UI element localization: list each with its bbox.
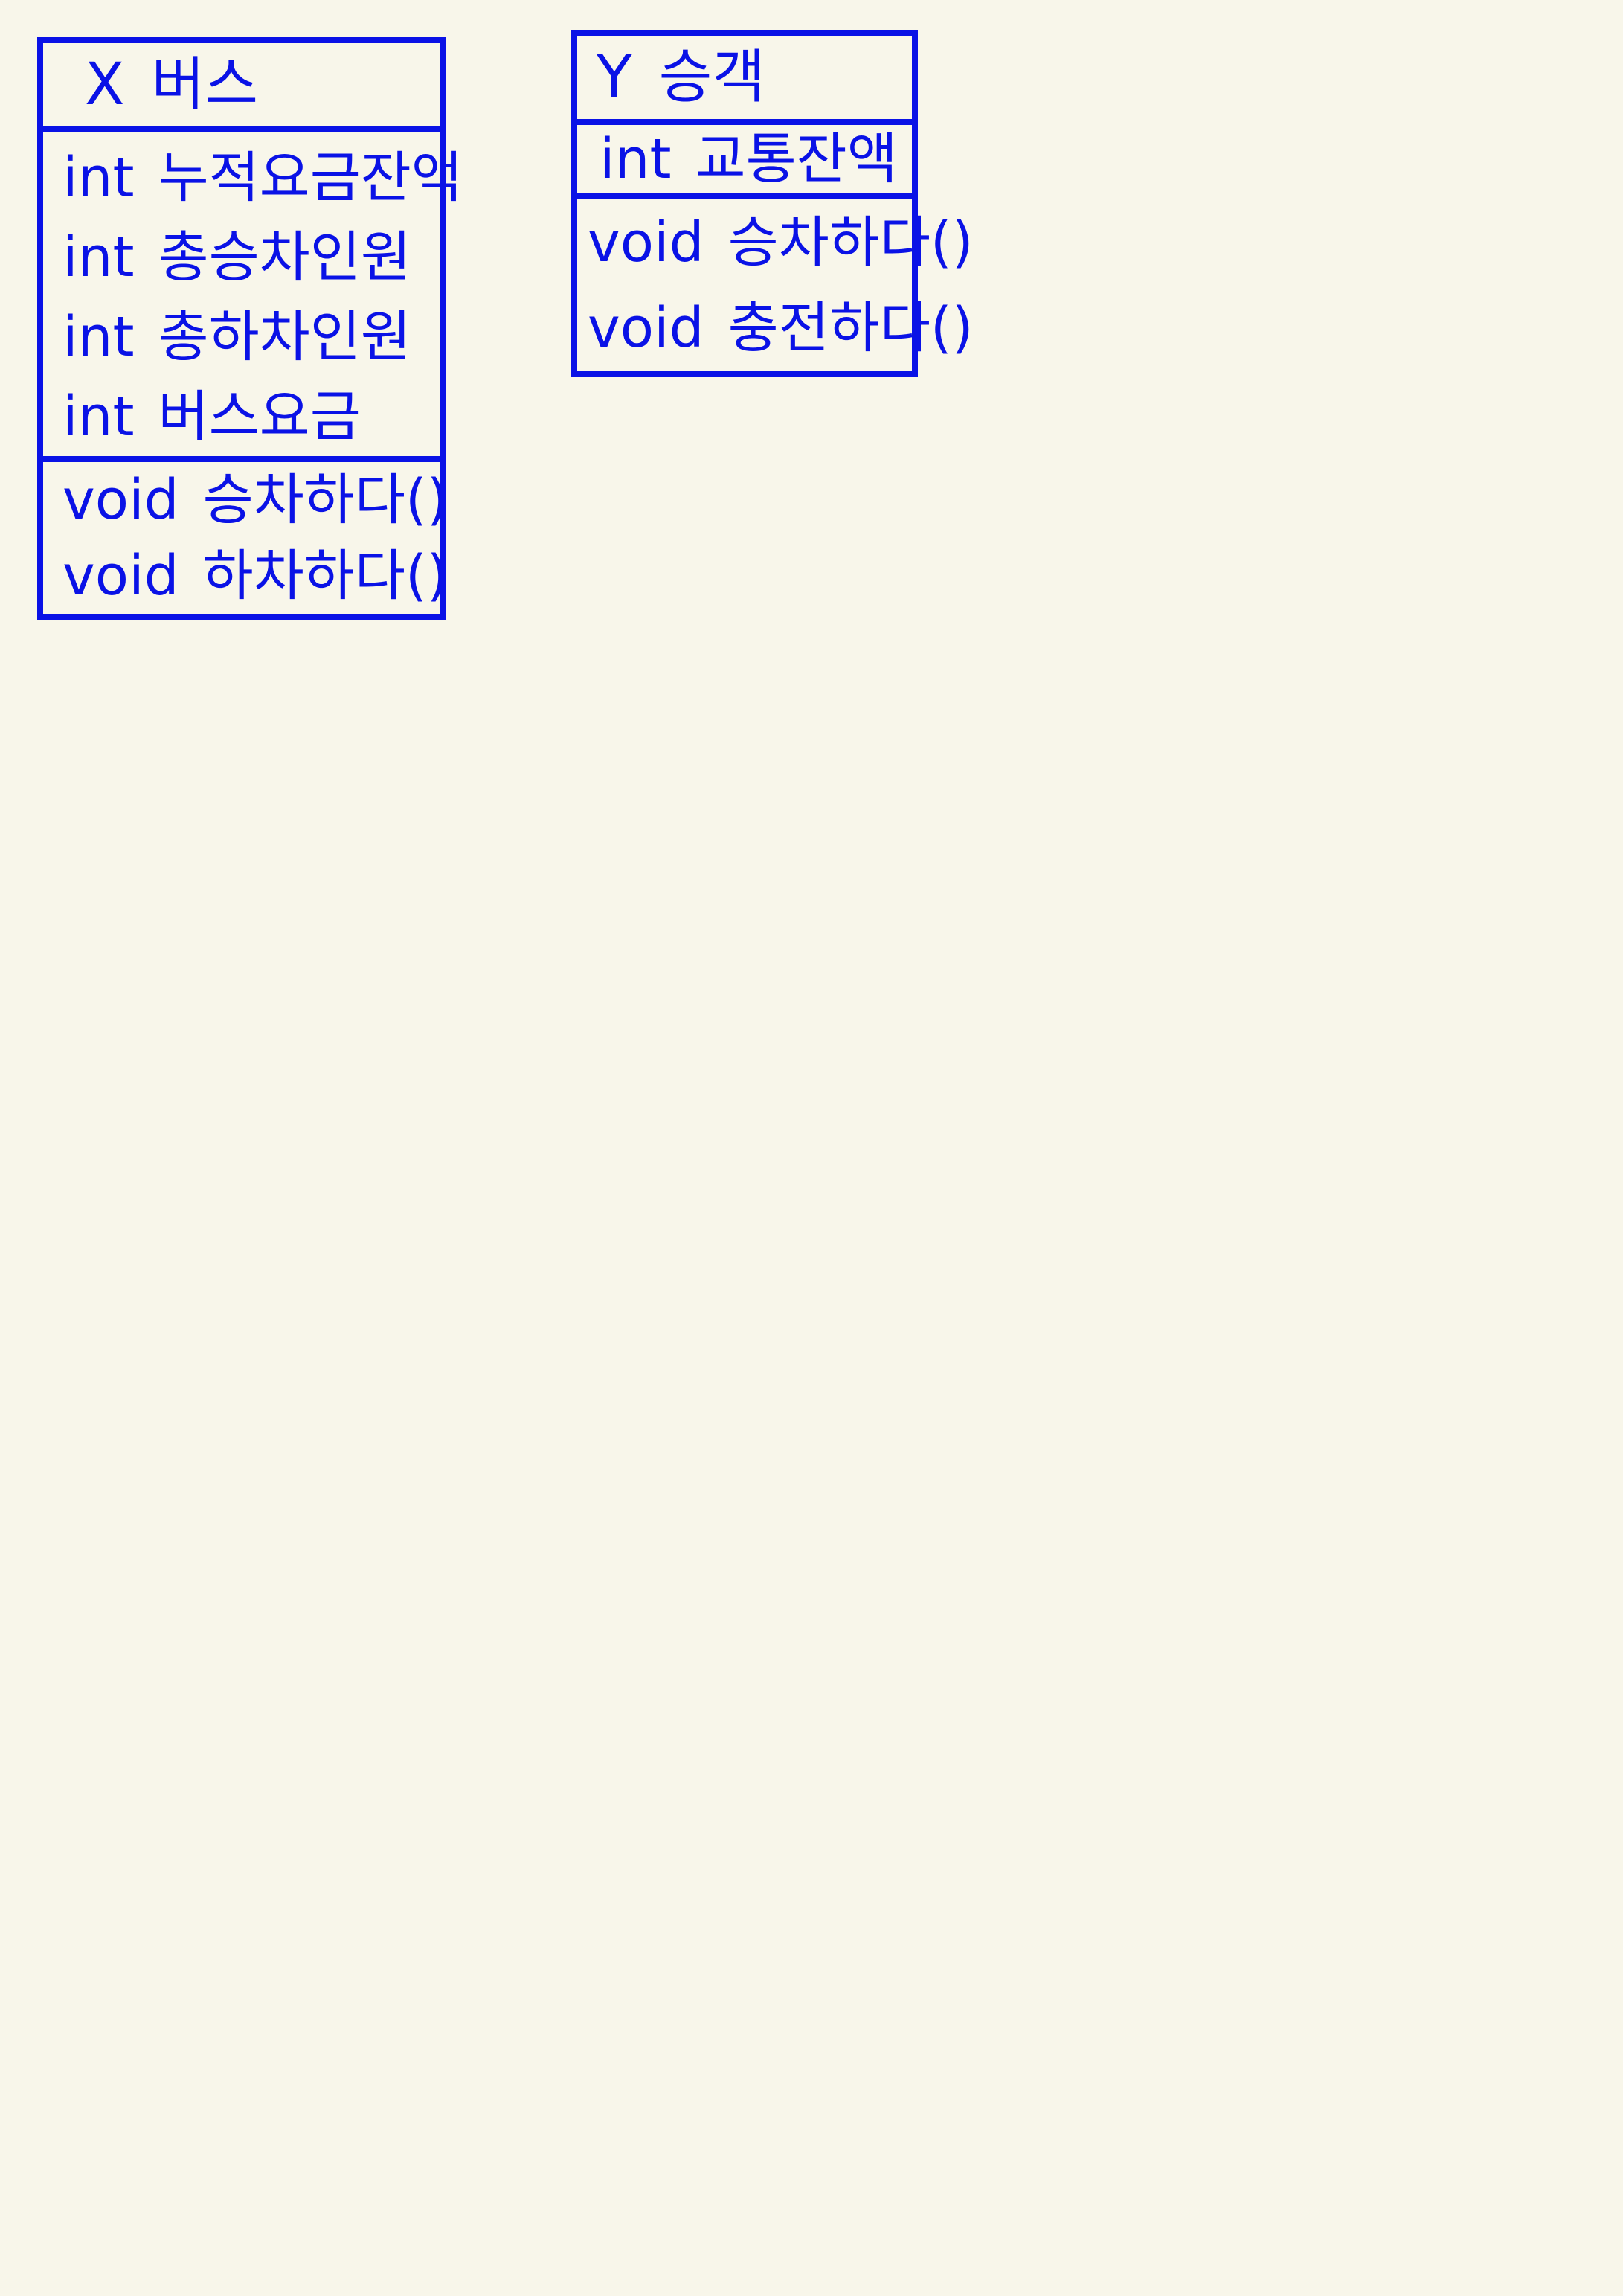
class-header: X 버스	[43, 43, 440, 126]
attribute-type: int	[62, 145, 135, 210]
method-section: void 승차하다() void 하차하다()	[43, 456, 449, 614]
method-name: 충전하다()	[727, 296, 974, 361]
class-letter: X	[85, 51, 125, 118]
attribute-type: int	[600, 127, 672, 191]
attribute-row: int 누적요금잔액	[62, 145, 462, 210]
attribute-row: int 총하차인원	[62, 310, 440, 365]
method-name: 승차하다()	[202, 468, 449, 532]
attribute-name: 총하차인원	[158, 304, 411, 369]
attribute-name: 버스요금	[158, 384, 361, 449]
attribute-row: int 총승차인원	[62, 230, 440, 285]
attribute-name: 교통잔액	[695, 127, 898, 191]
attribute-name: 누적요금잔액	[158, 145, 462, 210]
method-row: void 하차하다()	[62, 544, 449, 608]
class-name: 버스	[151, 51, 258, 118]
method-row: void 승차하다()	[588, 210, 974, 275]
method-return-type: void	[588, 210, 704, 275]
attribute-type: int	[62, 304, 135, 369]
class-name: 승객	[658, 44, 766, 111]
attribute-section: int 누적요금잔액 int 총승차인원 int 총하차인원 int 버스요금	[43, 126, 462, 456]
class-letter: Y	[597, 44, 632, 111]
method-section: void 승차하다() void 충전하다()	[577, 193, 974, 371]
class-box-passenger: Y 승객 int 교통잔액 void 승차하다() void 충전하다()	[571, 30, 974, 377]
attribute-row: int 버스요금	[62, 389, 440, 444]
attribute-section: int 교통잔액	[577, 119, 912, 193]
attribute-type: int	[62, 225, 135, 289]
attribute-name: 총승차인원	[158, 225, 411, 289]
method-return-type: void	[62, 544, 179, 608]
method-row: void 승차하다()	[62, 468, 449, 532]
method-return-type: void	[62, 468, 179, 532]
method-row: void 충전하다()	[588, 296, 974, 361]
class-header: Y 승객	[577, 36, 912, 119]
method-name: 승차하다()	[727, 210, 974, 275]
attribute-type: int	[62, 384, 135, 449]
class-box-bus: X 버스 int 누적요금잔액 int 총승차인원 int 총하차인원 int …	[37, 37, 462, 620]
attribute-row: int 교통잔액	[600, 132, 912, 187]
method-return-type: void	[588, 296, 704, 361]
method-name: 하차하다()	[202, 544, 449, 608]
